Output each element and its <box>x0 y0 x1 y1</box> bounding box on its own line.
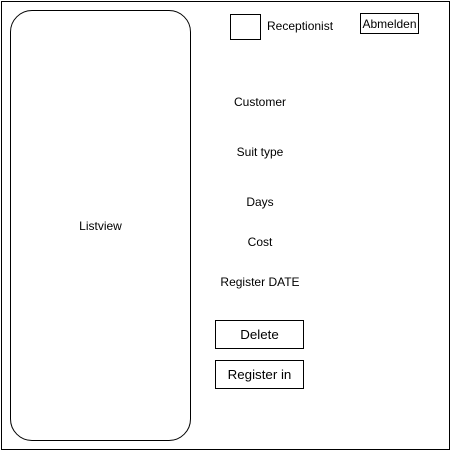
register-in-button[interactable]: Register in <box>215 360 304 389</box>
suit-type-label: Suit type <box>236 145 284 159</box>
cost-label: Cost <box>247 235 273 249</box>
user-role-label: Receptionist <box>267 19 334 33</box>
user-avatar-icon <box>230 14 261 40</box>
customer-label: Customer <box>233 95 286 109</box>
logout-button[interactable]: Abmelden <box>360 13 419 34</box>
delete-button[interactable]: Delete <box>215 320 304 349</box>
days-label: Days <box>246 195 274 209</box>
listview-label: Listview <box>79 218 122 233</box>
listview[interactable]: Listview <box>10 10 191 441</box>
register-date-label: Register DATE <box>220 275 300 289</box>
